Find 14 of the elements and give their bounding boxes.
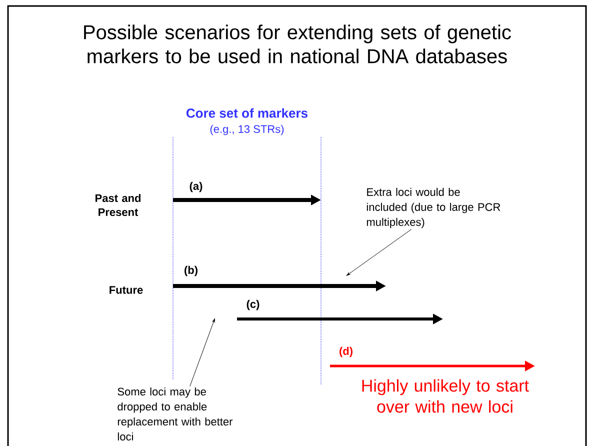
leader-line	[190, 318, 215, 386]
scenario-letter: (c)	[246, 300, 260, 310]
row-label: Past and Present	[96, 194, 140, 216]
scenario-letter: (d)	[340, 346, 352, 358]
heading: Core set of markers	[186, 108, 308, 118]
title: Possible scenarios for extending sets of genetic markers to be used in national DNA databases	[84, 24, 511, 64]
scenario-letter: (b)	[184, 266, 198, 276]
scenario-letter: (a)	[190, 182, 202, 192]
callout-text: Extra loci would be included (due to large PCR multiplexes)	[366, 188, 500, 228]
row-label: Future	[110, 286, 143, 294]
leader-line	[346, 229, 412, 276]
subheading: (e.g., 13 STRs)	[210, 124, 284, 136]
callout-text: Some loci may be dropped to enable replacement with better loci	[118, 387, 233, 441]
note: Highly unlikely to start over with new loci	[362, 379, 529, 413]
